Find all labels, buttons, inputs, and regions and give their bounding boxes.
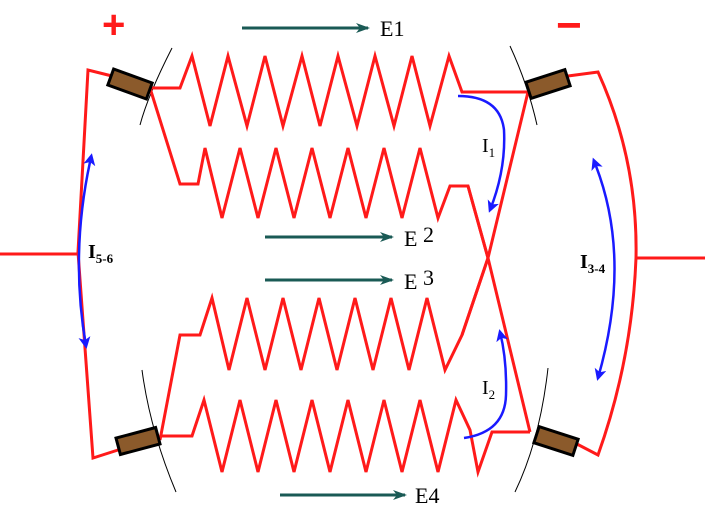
current-label-i1-base: I — [482, 135, 489, 157]
cross-conductor-up — [466, 185, 532, 433]
current-arrow-i1 — [457, 94, 506, 213]
winding-e2 — [148, 87, 490, 259]
winding-e4 — [160, 394, 530, 478]
current-arrow-i34 — [591, 157, 616, 381]
winding-e1 — [150, 50, 528, 132]
plus-terminal-label: + — [102, 3, 125, 47]
current-label-i34-sub: 3-4 — [588, 261, 606, 276]
brush-left-top — [105, 67, 155, 101]
emf-label-e4: E4 — [415, 483, 439, 508]
current-arrow-i56 — [77, 153, 96, 349]
right-outer-conductor — [567, 70, 638, 458]
current-label-i56: I5-6 — [88, 241, 114, 266]
emf-label-e2-number: 2 — [423, 222, 434, 247]
current-label-i1-sub: 1 — [489, 145, 496, 160]
current-arrow-i2 — [463, 329, 509, 440]
current-label-i56-sub: 5-6 — [96, 251, 114, 266]
minus-terminal-label: − — [556, 1, 582, 50]
brush-right-bottom — [531, 424, 581, 458]
emf-label-e1: E1 — [380, 16, 404, 41]
current-label-i1: I1 — [482, 135, 495, 160]
current-label-i56-base: I — [88, 241, 96, 263]
brush-left-bottom — [114, 425, 162, 457]
winding-e3 — [158, 257, 490, 441]
current-label-i2-sub: 2 — [489, 387, 496, 402]
brush-right-top — [523, 67, 573, 101]
current-label-i2-base: I — [482, 377, 489, 399]
cross-conductor-down — [460, 91, 530, 336]
emf-label-e2-letter: E — [404, 226, 417, 251]
current-label-i2: I2 — [482, 377, 495, 402]
current-label-i34-base: I — [580, 251, 588, 273]
emf-label-e3-letter: E — [404, 269, 417, 294]
current-label-i34: I3-4 — [580, 251, 606, 276]
emf-label-e3-number: 3 — [423, 265, 434, 290]
